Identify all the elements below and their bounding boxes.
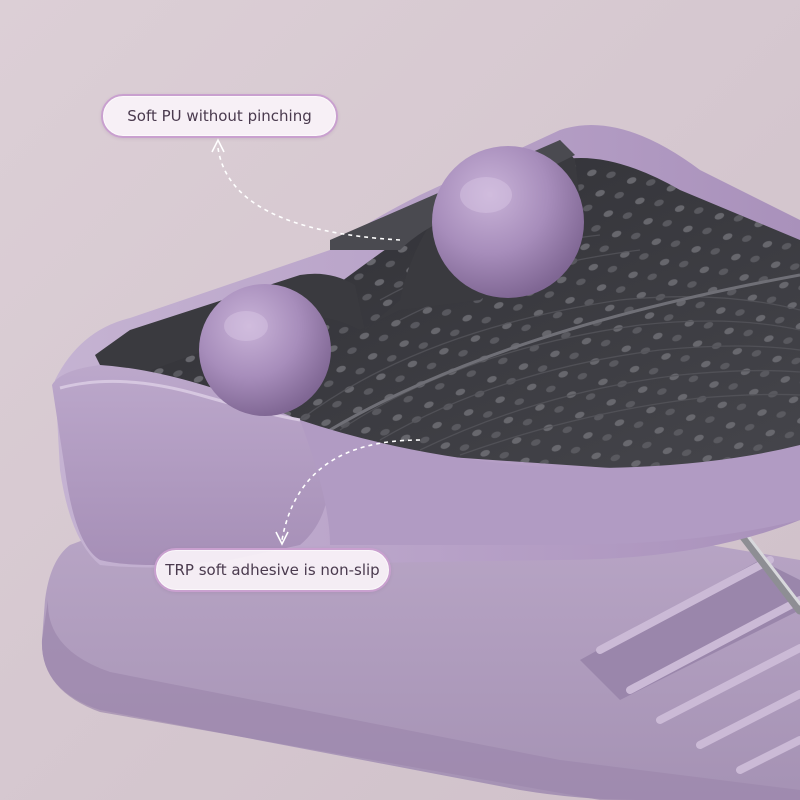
side-panel: [300, 420, 800, 545]
mat-divider: [329, 273, 800, 432]
callout-arrow-bottom: [281, 439, 421, 541]
massage-ball-back: [432, 146, 584, 298]
support-rod: [730, 520, 800, 615]
callout-label-trp-non-slip: TRP soft adhesive is non-slip: [154, 548, 391, 592]
callout-label-soft-pu: Soft PU without pinching: [101, 94, 338, 138]
base-ridges: [580, 556, 800, 774]
massage-ball-front: [199, 284, 331, 416]
base-plate-edge: [41, 600, 800, 800]
callout-arrow-top: [217, 147, 401, 241]
